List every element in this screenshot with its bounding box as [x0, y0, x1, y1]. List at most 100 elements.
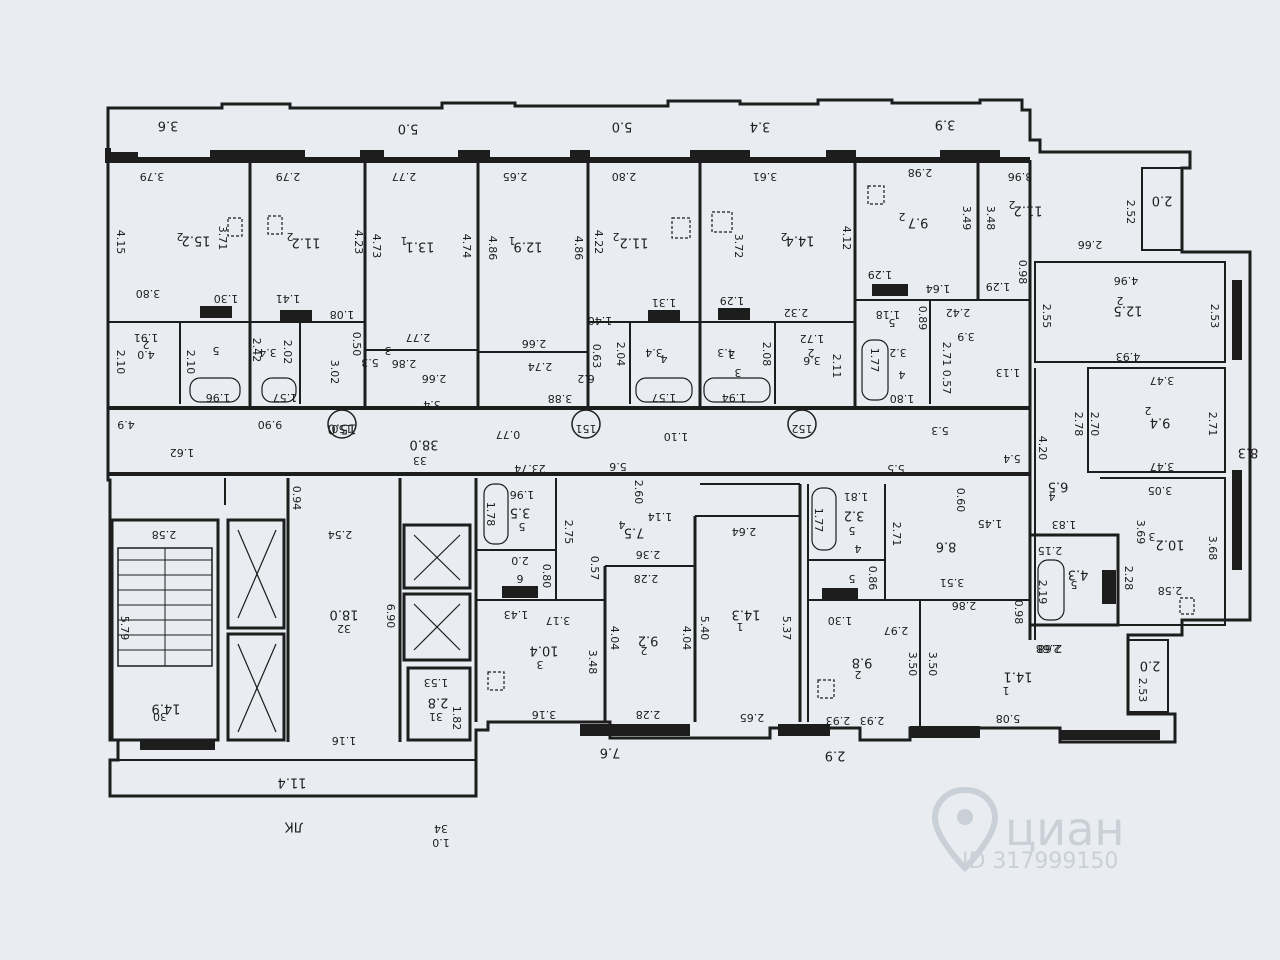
bottom-dims-label: 5.37: [780, 616, 793, 641]
bottom-dims-label: 0.60: [954, 488, 967, 513]
bottom-dims-label: 4.04: [608, 626, 621, 651]
room-widths-top-label: 3.79: [140, 170, 165, 183]
footer-marks-label: ЛК: [284, 819, 303, 834]
bottom-dims-label: 2.93: [826, 714, 851, 727]
bottom-dims-label: 1.14: [648, 510, 673, 523]
bottom-dims-label: 2.54: [328, 528, 353, 541]
bottom-labels-label: 32: [337, 622, 351, 635]
room-widths-top-label: 2.98: [908, 166, 933, 179]
bottom-dims-label: 1.77: [812, 508, 825, 533]
right-block-dims-label: 2.53: [1208, 304, 1221, 329]
bottom-dims-label: 2.65: [740, 711, 765, 724]
bottom-dims-label: 1.82: [450, 706, 463, 731]
right-block-dims-label: 3.68: [1206, 536, 1219, 561]
bottom-areas-label: 8.6: [936, 539, 957, 554]
bottom-areas-label: 7.5: [624, 525, 645, 540]
bottom-areas-label: 9.8: [852, 655, 873, 670]
bottom-areas-label: 9.2: [638, 633, 659, 648]
room-heights-top-label: 3.72: [732, 234, 745, 259]
wet-zone-labels-label: 4.3: [717, 346, 735, 359]
bottom-areas-label: 2.8: [428, 695, 449, 710]
bottom-dims-label: 3.51: [940, 576, 965, 589]
location-pin-icon: [931, 786, 999, 873]
bottom-dims-label: 3.17: [546, 614, 571, 627]
wet-zone-dims-label: 2.10: [114, 350, 127, 375]
room-labels-top-label: 1: [401, 234, 408, 247]
right-block-dims-label: 2.52: [1124, 200, 1137, 225]
room-labels-top-label: 2: [781, 230, 788, 243]
bottom-dims-label: 2.28: [634, 572, 659, 585]
wet-zone-dims-label: 2.66: [522, 337, 547, 350]
bottom-dims-label: 5.79: [118, 616, 131, 641]
bottom-areas-label: 14.1: [1004, 669, 1033, 684]
bottom-areas-label: 3.5: [510, 505, 531, 520]
right-block-dims-label: 3.69: [1134, 520, 1147, 545]
wet-zone-dims-label: 2.32: [784, 306, 809, 319]
corridor-dims-label: 5.3: [931, 424, 949, 437]
right-block-dims-label: 2.19: [1036, 580, 1049, 605]
wet-zone-labels-label: 3.2: [889, 346, 907, 359]
corridor-dims-label: 5.6: [609, 460, 627, 473]
wet-zone-dims-label: 1.29: [868, 268, 893, 281]
room-heights-top-label: 3.49: [960, 206, 973, 231]
right-block-labels-label: 4: [1049, 490, 1056, 503]
wet-zone-dims-label: 1.08: [330, 308, 355, 321]
outer-dimensions-label: 5.0: [398, 121, 419, 136]
corridor-dims-label: 3.4: [423, 398, 441, 411]
bottom-labels-label: 1: [1003, 684, 1010, 697]
elevator-shafts: [237, 529, 461, 733]
stair-treads: [118, 548, 212, 666]
corridor-dims-label: 1.62: [170, 446, 195, 459]
room-heights-top-label: 4.15: [114, 230, 127, 255]
outer-dimensions-label: 11.4: [278, 775, 307, 790]
bottom-dims-label: 2.68: [1038, 642, 1063, 655]
room-widths-top-label: 3.96: [1008, 170, 1033, 183]
right-block-dims-label: 2.53: [1136, 678, 1149, 703]
corridor-dims-label: 5.4: [1003, 452, 1021, 465]
bottom-dims-label: 1.81: [844, 490, 869, 503]
room-heights-top-label: 4.86: [572, 236, 585, 261]
wet-zone-labels-label: 5: [889, 316, 896, 329]
wet-zone-dims-label: 1.29: [720, 294, 745, 307]
wet-zone-dims-label: 2.04: [614, 342, 627, 367]
room-heights-top-label: 4.74: [460, 234, 473, 259]
bottom-dims-label: 2.60: [632, 480, 645, 505]
wet-zone-dims-label: 1.30: [214, 292, 239, 305]
wet-zone-dims-label: 2.42: [946, 306, 971, 319]
outer-dimensions-label: 3.6: [158, 118, 179, 133]
right-block-areas-label: 12.5: [1114, 303, 1143, 318]
wet-zone-labels-label: 3: [729, 348, 736, 361]
plumbing-fixtures: [189, 185, 1195, 699]
wet-zone-labels-label: 4.0: [137, 348, 155, 361]
wet-zone-dims-label: 1.72: [800, 332, 825, 345]
corridor-dims-label: 3.88: [548, 392, 573, 405]
room-heights-top-label: 3.71: [216, 226, 229, 251]
room-labels-top-label: 2: [899, 210, 906, 223]
right-block-dims-label: 4.93: [1116, 350, 1141, 363]
bottom-dims-label: 2.71: [890, 522, 903, 547]
bottom-labels-label: 3: [537, 658, 544, 671]
bottom-areas-label: 14.3: [732, 607, 761, 622]
bottom-areas-label: 14.9: [152, 701, 181, 716]
wet-zone-dims-label: 2.71: [940, 342, 953, 367]
right-block-labels-label: 5: [1071, 578, 1078, 591]
room-areas-top-label: 11.2: [620, 235, 649, 250]
right-block-areas-label: 9.4: [1150, 415, 1171, 430]
bottom-labels-label: 5: [849, 572, 856, 585]
bottom-labels-label: 6: [517, 572, 524, 585]
wet-zone-labels-label: 5.3: [361, 356, 379, 369]
wet-zone-dims-label: 2.08: [760, 342, 773, 367]
bottom-labels-label: 2: [641, 644, 648, 657]
right-block-areas-label: 4.3: [1068, 567, 1089, 582]
corridor-area-label: 38.0: [410, 437, 439, 452]
bottom-dims-label: 1.53: [424, 676, 449, 689]
bottom-dims-label: 3.50: [926, 652, 939, 677]
wet-zone-dims-label: 1.18: [876, 308, 901, 321]
outer-dimensions-label: 5.0: [612, 119, 633, 134]
bottom-dims-label: 0.80: [540, 564, 553, 589]
wet-zone-dims-label: 3.02: [328, 360, 341, 385]
room-heights-top-label: 4.12: [840, 226, 853, 251]
room-heights-top-label: 4.73: [370, 234, 383, 259]
bottom-dims-label: 2.58: [152, 528, 177, 541]
